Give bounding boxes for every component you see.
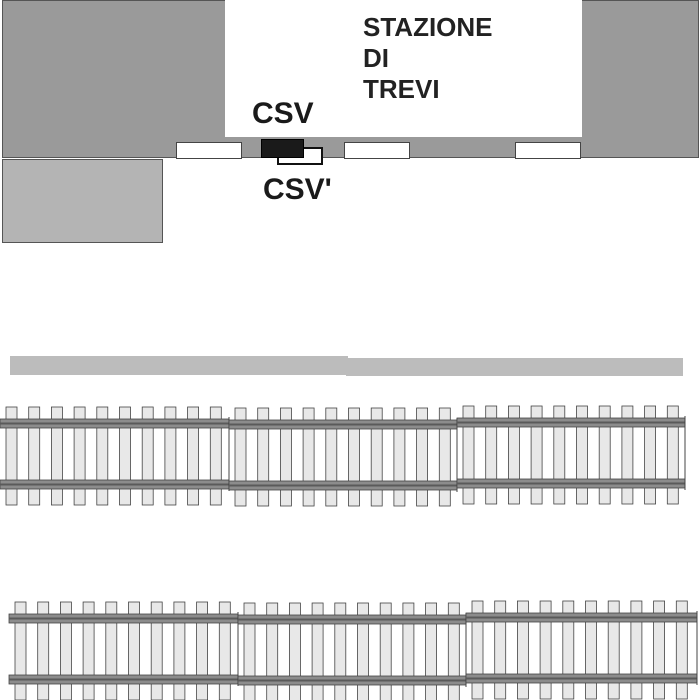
building-slot	[176, 142, 242, 159]
track-sleeper	[141, 406, 154, 506]
track-sleeper	[257, 407, 270, 507]
track-sleeper	[447, 602, 460, 700]
track-sleeper	[187, 406, 200, 506]
track-sleeper	[494, 600, 507, 700]
track-sleeper	[243, 602, 256, 700]
track-sleeper	[653, 600, 665, 700]
track-sleeper	[334, 602, 347, 700]
track-sleeper	[28, 406, 41, 506]
track-sleeper	[14, 601, 27, 700]
csv-label: CSV	[252, 97, 314, 130]
track-sleeper	[209, 406, 222, 506]
track-sleeper	[416, 407, 429, 507]
track-sleeper	[173, 601, 186, 700]
building-slot	[515, 142, 581, 159]
track-sleeper	[530, 405, 543, 505]
track-sleeper	[425, 602, 438, 700]
track-sleeper	[438, 407, 451, 507]
annex-building-block	[2, 159, 163, 243]
csv-prime-label: CSV'	[263, 173, 332, 206]
track-sleeper	[485, 405, 498, 505]
track-sleeper	[82, 601, 95, 700]
track-sleeper	[325, 407, 338, 507]
track-sleeper	[279, 407, 292, 507]
track-sleeper	[517, 600, 529, 700]
track-sleeper	[666, 405, 679, 505]
track-sleeper	[196, 601, 209, 700]
platform-strip	[346, 358, 683, 376]
station-name-label: STAZIONE DI TREVI	[363, 12, 493, 104]
track-sleeper	[644, 405, 656, 505]
track-sleeper	[585, 600, 597, 700]
track-sleeper	[539, 600, 552, 700]
track-sleeper	[73, 406, 86, 506]
track-sleeper	[5, 406, 18, 506]
track-sleeper	[128, 601, 140, 700]
track-sleeper	[471, 600, 484, 700]
track-sleeper	[60, 601, 72, 700]
csv-box	[261, 139, 304, 158]
platform-strip	[10, 356, 348, 375]
track-sleeper	[379, 602, 392, 700]
track-sleeper	[357, 602, 369, 700]
track-sleeper	[105, 601, 118, 700]
track-sleeper	[630, 600, 643, 700]
track-sleeper	[311, 602, 324, 700]
building-slot	[344, 142, 410, 159]
track-sleeper	[553, 405, 566, 505]
track-sleeper	[348, 407, 360, 507]
track-sleeper	[607, 600, 620, 700]
track-sleeper	[37, 601, 50, 700]
track-sleeper	[462, 405, 475, 505]
track-sleeper	[150, 601, 163, 700]
track-sleeper	[621, 405, 634, 505]
track-sleeper	[507, 405, 520, 505]
track-sleeper	[302, 407, 315, 507]
track-sleeper	[234, 407, 247, 507]
track-sleeper	[218, 601, 231, 700]
track-sleeper	[576, 405, 588, 505]
track-sleeper	[370, 407, 383, 507]
track-sleeper	[393, 407, 406, 507]
track-sleeper	[402, 602, 415, 700]
track-sleeper	[164, 406, 177, 506]
track-sleeper	[675, 600, 688, 700]
track-sleeper	[562, 600, 575, 700]
track-sleeper	[598, 405, 611, 505]
station-name-panel	[225, 0, 582, 137]
track-sleeper	[119, 406, 131, 506]
track-sleeper	[51, 406, 63, 506]
track-sleeper	[266, 602, 279, 700]
track-sleeper	[288, 602, 301, 700]
track-sleeper	[96, 406, 109, 506]
